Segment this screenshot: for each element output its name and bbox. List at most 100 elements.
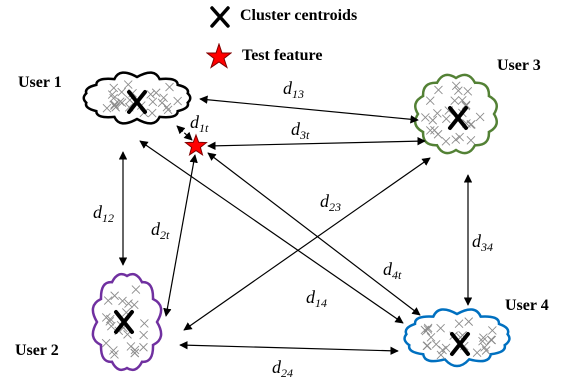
feature-point-icon bbox=[110, 291, 119, 301]
feature-point-icon bbox=[488, 326, 497, 335]
distance-subscript: 14 bbox=[315, 296, 327, 310]
feature-point-icon bbox=[139, 342, 148, 352]
feature-point-icon bbox=[101, 338, 111, 348]
distance-label-d23: d23 bbox=[320, 192, 341, 216]
feature-point-icon bbox=[441, 136, 451, 146]
feature-point-icon bbox=[436, 323, 445, 333]
feature-point-icon bbox=[109, 83, 119, 93]
feature-point-icon bbox=[124, 299, 133, 308]
distance-label-d34: d34 bbox=[472, 232, 493, 256]
arrow-d24 bbox=[179, 341, 399, 355]
feature-point-icon bbox=[117, 87, 127, 97]
distance-subscript: 34 bbox=[481, 240, 493, 254]
feature-point-icon bbox=[425, 96, 435, 105]
distance-base: d bbox=[93, 202, 102, 222]
feature-point-icon bbox=[455, 132, 464, 142]
legend-centroid-icon bbox=[209, 6, 231, 28]
distance-subscript: 4t bbox=[392, 268, 402, 282]
test-feature-star-icon bbox=[184, 133, 208, 157]
feature-point-icon bbox=[163, 105, 173, 115]
feature-point-icon bbox=[441, 343, 451, 353]
feature-point-icon bbox=[103, 296, 113, 305]
arrow-d14 bbox=[139, 140, 404, 324]
legend-centroid-label: Cluster centroids bbox=[240, 7, 358, 24]
feature-point-icon bbox=[463, 87, 473, 96]
feature-point-icon bbox=[147, 108, 157, 118]
centroid-user-2-icon bbox=[114, 310, 134, 334]
feature-point-icon bbox=[425, 126, 435, 135]
distance-subscript: 12 bbox=[102, 211, 114, 225]
distance-subscript: 3t bbox=[300, 128, 310, 142]
feature-point-icon bbox=[475, 112, 485, 122]
feature-point-icon bbox=[146, 89, 155, 99]
feature-point-icon bbox=[105, 316, 115, 326]
feature-point-icon bbox=[441, 114, 451, 124]
distance-base: d bbox=[320, 191, 329, 211]
distance-label-d3t: d3t bbox=[291, 120, 309, 144]
distance-subscript: 23 bbox=[329, 200, 341, 214]
distance-base: d bbox=[306, 287, 315, 307]
distance-label-d13: d13 bbox=[283, 79, 304, 103]
feature-point-icon bbox=[479, 333, 488, 343]
distance-label-d1t: d1t bbox=[190, 113, 208, 137]
feature-point-icon bbox=[466, 135, 476, 145]
feature-point-icon bbox=[130, 345, 140, 355]
arrow-d3t bbox=[207, 136, 426, 151]
distance-base: d bbox=[472, 231, 481, 251]
feature-point-icon bbox=[131, 285, 141, 294]
feature-point-icon bbox=[118, 296, 127, 306]
distance-subscript: 13 bbox=[292, 87, 304, 101]
legend-star-icon bbox=[205, 42, 233, 69]
distance-label-d14: d14 bbox=[306, 288, 327, 312]
feature-point-icon bbox=[162, 102, 172, 112]
feature-point-icon bbox=[426, 332, 436, 342]
legend-star-shape bbox=[205, 42, 233, 69]
distance-label-d2t: d2t bbox=[151, 220, 169, 244]
cloud-user-2 bbox=[91, 272, 163, 372]
feature-point-icon bbox=[148, 97, 158, 107]
centroid-user-4-icon bbox=[450, 332, 470, 356]
feature-point-icon bbox=[151, 88, 161, 98]
feature-point-icon bbox=[481, 346, 491, 355]
feature-point-icon bbox=[129, 300, 139, 310]
feature-point-icon bbox=[123, 80, 133, 89]
user-3-label: User 3 bbox=[497, 57, 541, 74]
arrow-d1t bbox=[176, 125, 193, 141]
distance-label-d12: d12 bbox=[93, 203, 114, 227]
feature-point-icon bbox=[106, 321, 116, 331]
feature-point-icon bbox=[454, 319, 464, 328]
distance-base: d bbox=[272, 357, 281, 377]
distance-base: d bbox=[190, 112, 199, 132]
feature-point-icon bbox=[486, 335, 496, 345]
feature-point-icon bbox=[173, 96, 182, 106]
arrow-d2t bbox=[163, 154, 198, 317]
distance-subscript: 2t bbox=[160, 228, 170, 242]
user-2-label: User 2 bbox=[15, 342, 59, 359]
feature-point-icon bbox=[451, 135, 461, 144]
feature-point-icon bbox=[107, 90, 117, 99]
feature-point-icon bbox=[461, 100, 471, 110]
distance-base: d bbox=[383, 259, 392, 279]
feature-point-icon bbox=[165, 82, 174, 92]
distance-subscript: 1t bbox=[199, 121, 209, 135]
feature-point-icon bbox=[117, 98, 127, 107]
centroid-user-3-icon bbox=[448, 106, 468, 130]
centroid-user-1-icon bbox=[127, 90, 147, 114]
feature-point-icon bbox=[422, 341, 432, 351]
distance-base: d bbox=[283, 78, 292, 98]
feature-point-icon bbox=[450, 96, 460, 105]
legend-test-label: Test feature bbox=[242, 47, 323, 64]
feature-point-icon bbox=[115, 97, 125, 106]
user-4-label: User 4 bbox=[505, 297, 549, 314]
feature-point-icon bbox=[110, 101, 119, 111]
user-1-label: User 1 bbox=[18, 74, 62, 91]
feature-point-icon bbox=[436, 350, 446, 360]
arrow-d13 bbox=[199, 95, 419, 124]
feature-point-icon bbox=[430, 125, 439, 135]
feature-point-icon bbox=[457, 95, 467, 105]
feature-point-icon bbox=[102, 103, 112, 113]
feature-point-icon bbox=[478, 336, 487, 346]
distance-base: d bbox=[291, 119, 300, 139]
feature-point-icon bbox=[451, 81, 461, 91]
